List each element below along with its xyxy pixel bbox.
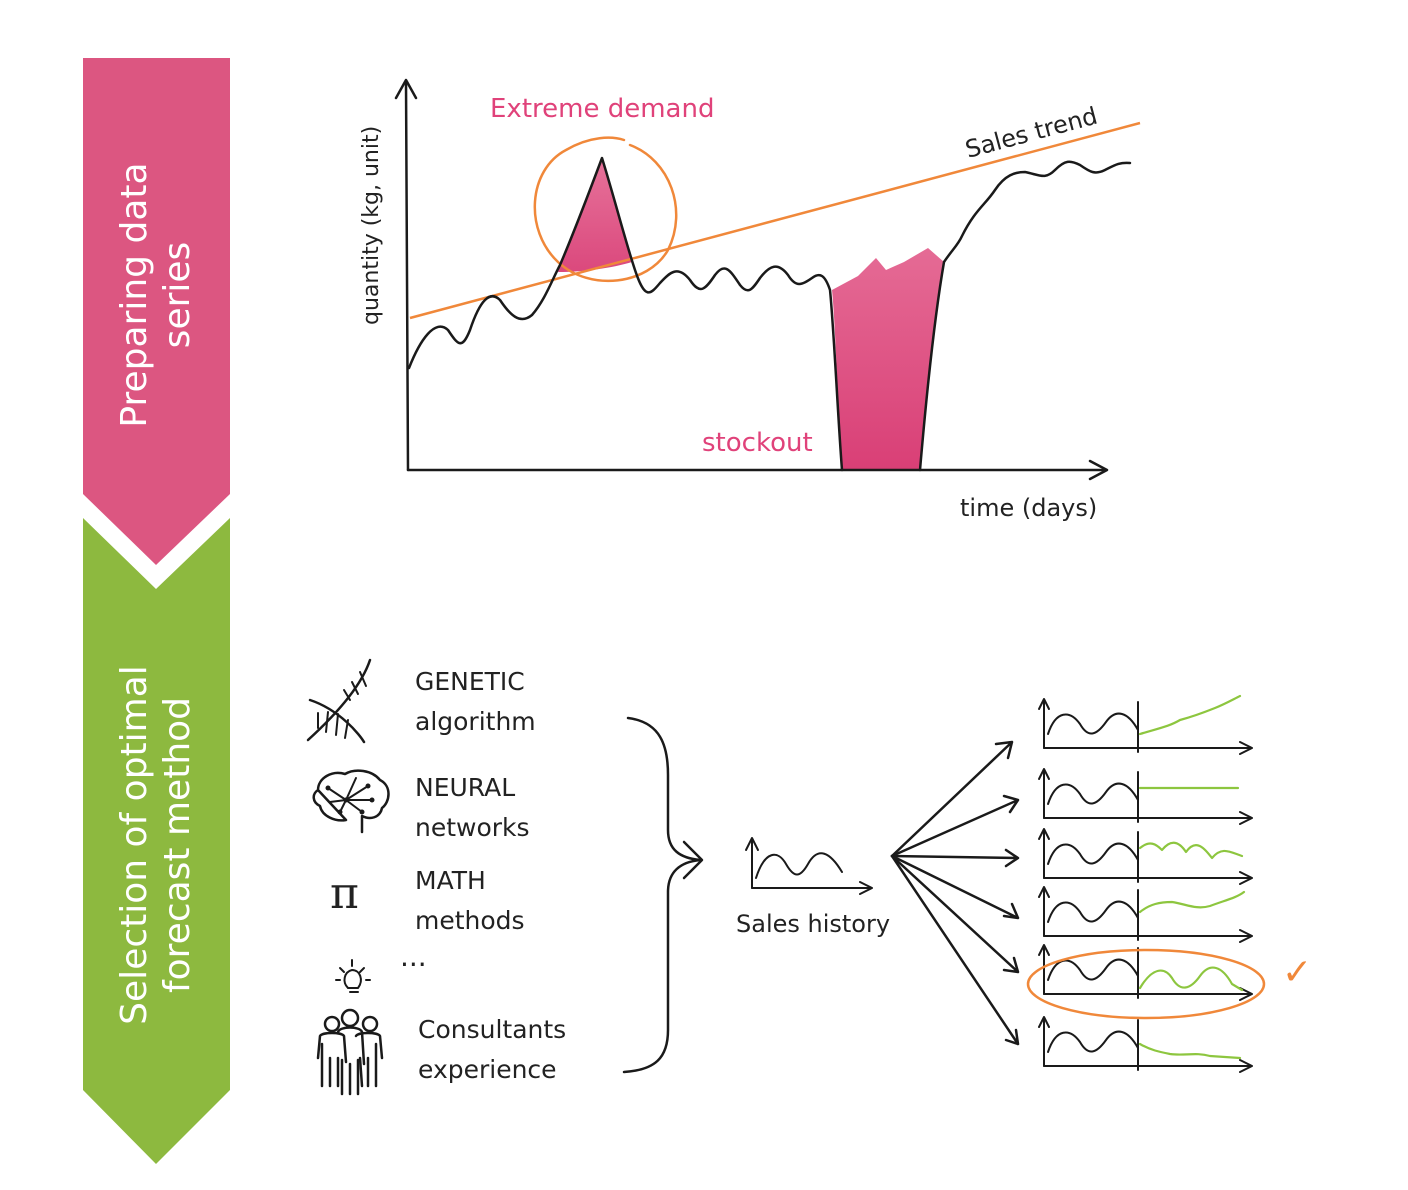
brace-arrowhead <box>682 840 704 880</box>
people-icon <box>316 1008 384 1096</box>
x-axis-arrowhead <box>1088 459 1109 481</box>
method-icons <box>306 658 390 1096</box>
forecast-x-axis <box>1043 871 1253 885</box>
forecast-y-axis <box>1038 698 1050 749</box>
forecast-chart-3 <box>1038 828 1253 885</box>
demand-chart: quantity (kg, unit) Extreme demand Sales… <box>359 78 1141 522</box>
sales-history-chart <box>745 837 873 895</box>
forecast-chart-1 <box>1038 694 1253 755</box>
forecast-history-line <box>1047 782 1139 805</box>
forecast-x-axis <box>1043 741 1253 755</box>
forecast-chart-4 <box>1038 886 1253 943</box>
method-genetic-line1: GENETIC <box>415 667 525 696</box>
y-axis-arrowhead <box>394 78 418 100</box>
forecast-history-line <box>1047 900 1139 923</box>
method-consultants-line1: Consultants <box>418 1015 567 1044</box>
method-consultants: Consultants experience <box>418 1010 566 1090</box>
forecast-prediction-line <box>1138 1042 1242 1060</box>
extreme-demand-label: Extreme demand <box>490 94 714 124</box>
x-axis-label: time (days) <box>960 494 1097 522</box>
forecast-prediction-line <box>1138 694 1242 736</box>
forecast-chart-6 <box>1038 1016 1253 1073</box>
forecast-chart-5 <box>1038 944 1253 1001</box>
fan-arrows <box>890 740 1020 1046</box>
selected-forecast-highlight <box>1026 948 1266 1020</box>
forecast-chart-2 <box>1038 768 1253 825</box>
forecast-prediction-line <box>1138 966 1244 992</box>
selected-checkmark: ✓ <box>1282 952 1313 993</box>
forecast-y-axis <box>1038 828 1050 879</box>
y-axis-label: quantity (kg, unit) <box>359 126 384 325</box>
method-neural: NEURAL networks <box>415 768 530 848</box>
forecast-history-line <box>1047 1030 1139 1053</box>
forecast-history-line <box>1047 842 1139 865</box>
forecast-history-line <box>1047 958 1139 981</box>
extreme-demand-area <box>558 158 632 272</box>
pi-icon: π <box>330 868 359 919</box>
stockout-area <box>832 248 944 470</box>
forecast-y-axis <box>1038 886 1050 937</box>
forecast-y-axis <box>1038 768 1050 819</box>
method-math-line2: methods <box>415 906 525 935</box>
method-neural-line1: NEURAL <box>415 773 516 802</box>
method-genetic: GENETIC algorithm <box>415 662 536 742</box>
method-math-line1: MATH <box>415 866 486 895</box>
brain-network-icon <box>312 769 390 834</box>
method-ellipsis: ... <box>400 940 427 973</box>
forecast-y-axis <box>1038 1016 1050 1067</box>
forecast-y-axis <box>1038 944 1050 995</box>
stage-arrow-selection <box>83 518 230 1164</box>
forecast-x-axis <box>1043 929 1253 943</box>
extreme-demand-circle <box>533 136 678 283</box>
stage-arrow-preparing <box>83 58 230 565</box>
method-consultants-line2: experience <box>418 1055 557 1084</box>
dna-icon <box>306 658 372 744</box>
lightbulb-icon <box>335 959 371 993</box>
forecast-prediction-line <box>1138 890 1246 914</box>
sales-line <box>407 156 1132 472</box>
y-axis <box>404 80 410 472</box>
sales-trend-line <box>409 121 1141 320</box>
method-genetic-line2: algorithm <box>415 707 536 736</box>
forecast-x-axis <box>1043 987 1253 1001</box>
forecast-history-line <box>1047 712 1139 735</box>
forecast-x-axis <box>1043 1059 1253 1073</box>
method-neural-line2: networks <box>415 813 530 842</box>
sales-history-label: Sales history <box>736 910 890 938</box>
forecast-charts <box>1038 694 1253 1073</box>
stockout-label: stockout <box>702 428 813 458</box>
forecast-x-axis <box>1043 811 1253 825</box>
grouping-brace <box>622 716 702 1074</box>
forecast-prediction-line <box>1138 841 1244 860</box>
method-math: MATH methods <box>415 861 525 941</box>
